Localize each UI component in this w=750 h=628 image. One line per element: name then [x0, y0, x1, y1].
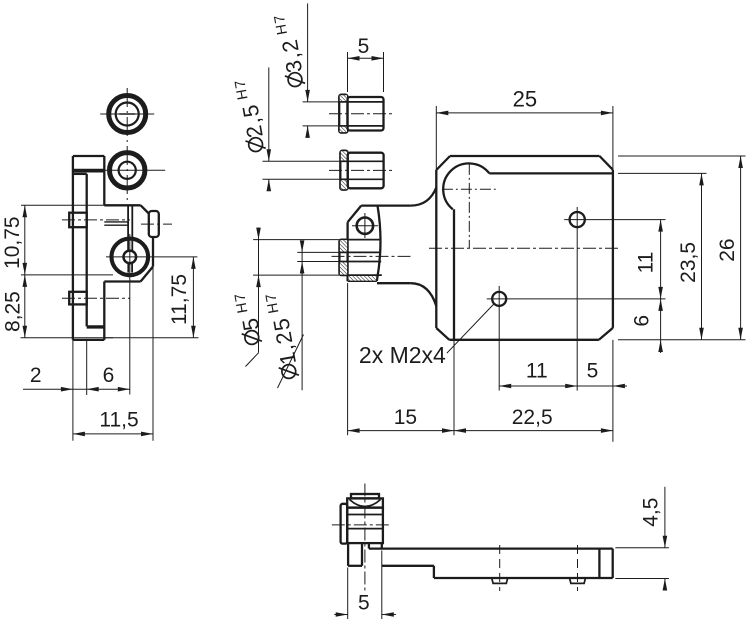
svg-text:11,75: 11,75 [168, 274, 191, 325]
svg-text:25: 25 [513, 87, 537, 112]
svg-text:2x M2x4: 2x M2x4 [359, 342, 446, 368]
svg-text:15: 15 [394, 406, 417, 429]
svg-text:11,5: 11,5 [99, 409, 138, 432]
svg-text:5: 5 [358, 35, 370, 58]
svg-text:8,25: 8,25 [1, 291, 24, 332]
svg-text:6: 6 [631, 315, 654, 327]
svg-text:22,5: 22,5 [512, 406, 553, 429]
svg-text:2: 2 [30, 364, 42, 387]
svg-text:11: 11 [526, 360, 548, 383]
svg-text:5: 5 [587, 360, 599, 383]
svg-text:26: 26 [716, 238, 739, 261]
svg-text:5: 5 [358, 592, 370, 615]
svg-text:6: 6 [103, 364, 115, 387]
svg-text:4,5: 4,5 [639, 498, 662, 527]
svg-text:23,5: 23,5 [677, 242, 700, 283]
svg-text:10,75: 10,75 [1, 216, 24, 269]
svg-text:11: 11 [635, 252, 658, 274]
